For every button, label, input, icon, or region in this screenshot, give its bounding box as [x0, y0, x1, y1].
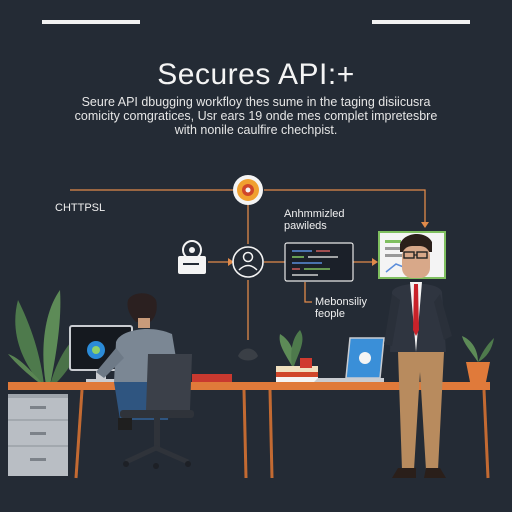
arrowheads	[228, 222, 429, 266]
people-label-line-2: feople	[315, 308, 345, 320]
subtitle-line-3: with nonile caulfire chechpist.	[174, 123, 338, 137]
user-icon	[232, 246, 264, 278]
desk-items	[192, 330, 318, 382]
people-label-line-1: Mebonsiliy	[315, 296, 367, 308]
page-subtitle: Seure API dbugging workfloy thes sume in…	[56, 95, 456, 137]
anonymized-label-line-1: Anhmmizled	[284, 208, 345, 220]
anonymized-payloads-label: Anhmmizled pawileds	[284, 208, 345, 232]
standing-person	[384, 233, 452, 478]
subtitle-line-1: Seure API dbugging workfloy thes sume in…	[81, 95, 431, 109]
people-label: Mebonsiliy feople	[315, 296, 367, 320]
filing-cabinet	[8, 394, 68, 476]
gear-icon	[233, 175, 263, 205]
office-chair	[120, 354, 194, 469]
page-title: Secures API:+	[157, 58, 355, 91]
subtitle-line-2: comicity comgratices, Usr ears 19 onde m…	[74, 109, 438, 123]
code-window-icon	[284, 242, 354, 282]
https-label: CHTTPSL	[55, 202, 106, 214]
lock-icon	[178, 240, 206, 274]
top-left-bar	[42, 20, 140, 24]
top-right-bar	[372, 20, 470, 24]
desk	[8, 382, 490, 479]
right-plant	[462, 336, 494, 382]
laptop-icon	[314, 337, 385, 382]
anonymized-label-line-2: pawileds	[284, 220, 327, 232]
